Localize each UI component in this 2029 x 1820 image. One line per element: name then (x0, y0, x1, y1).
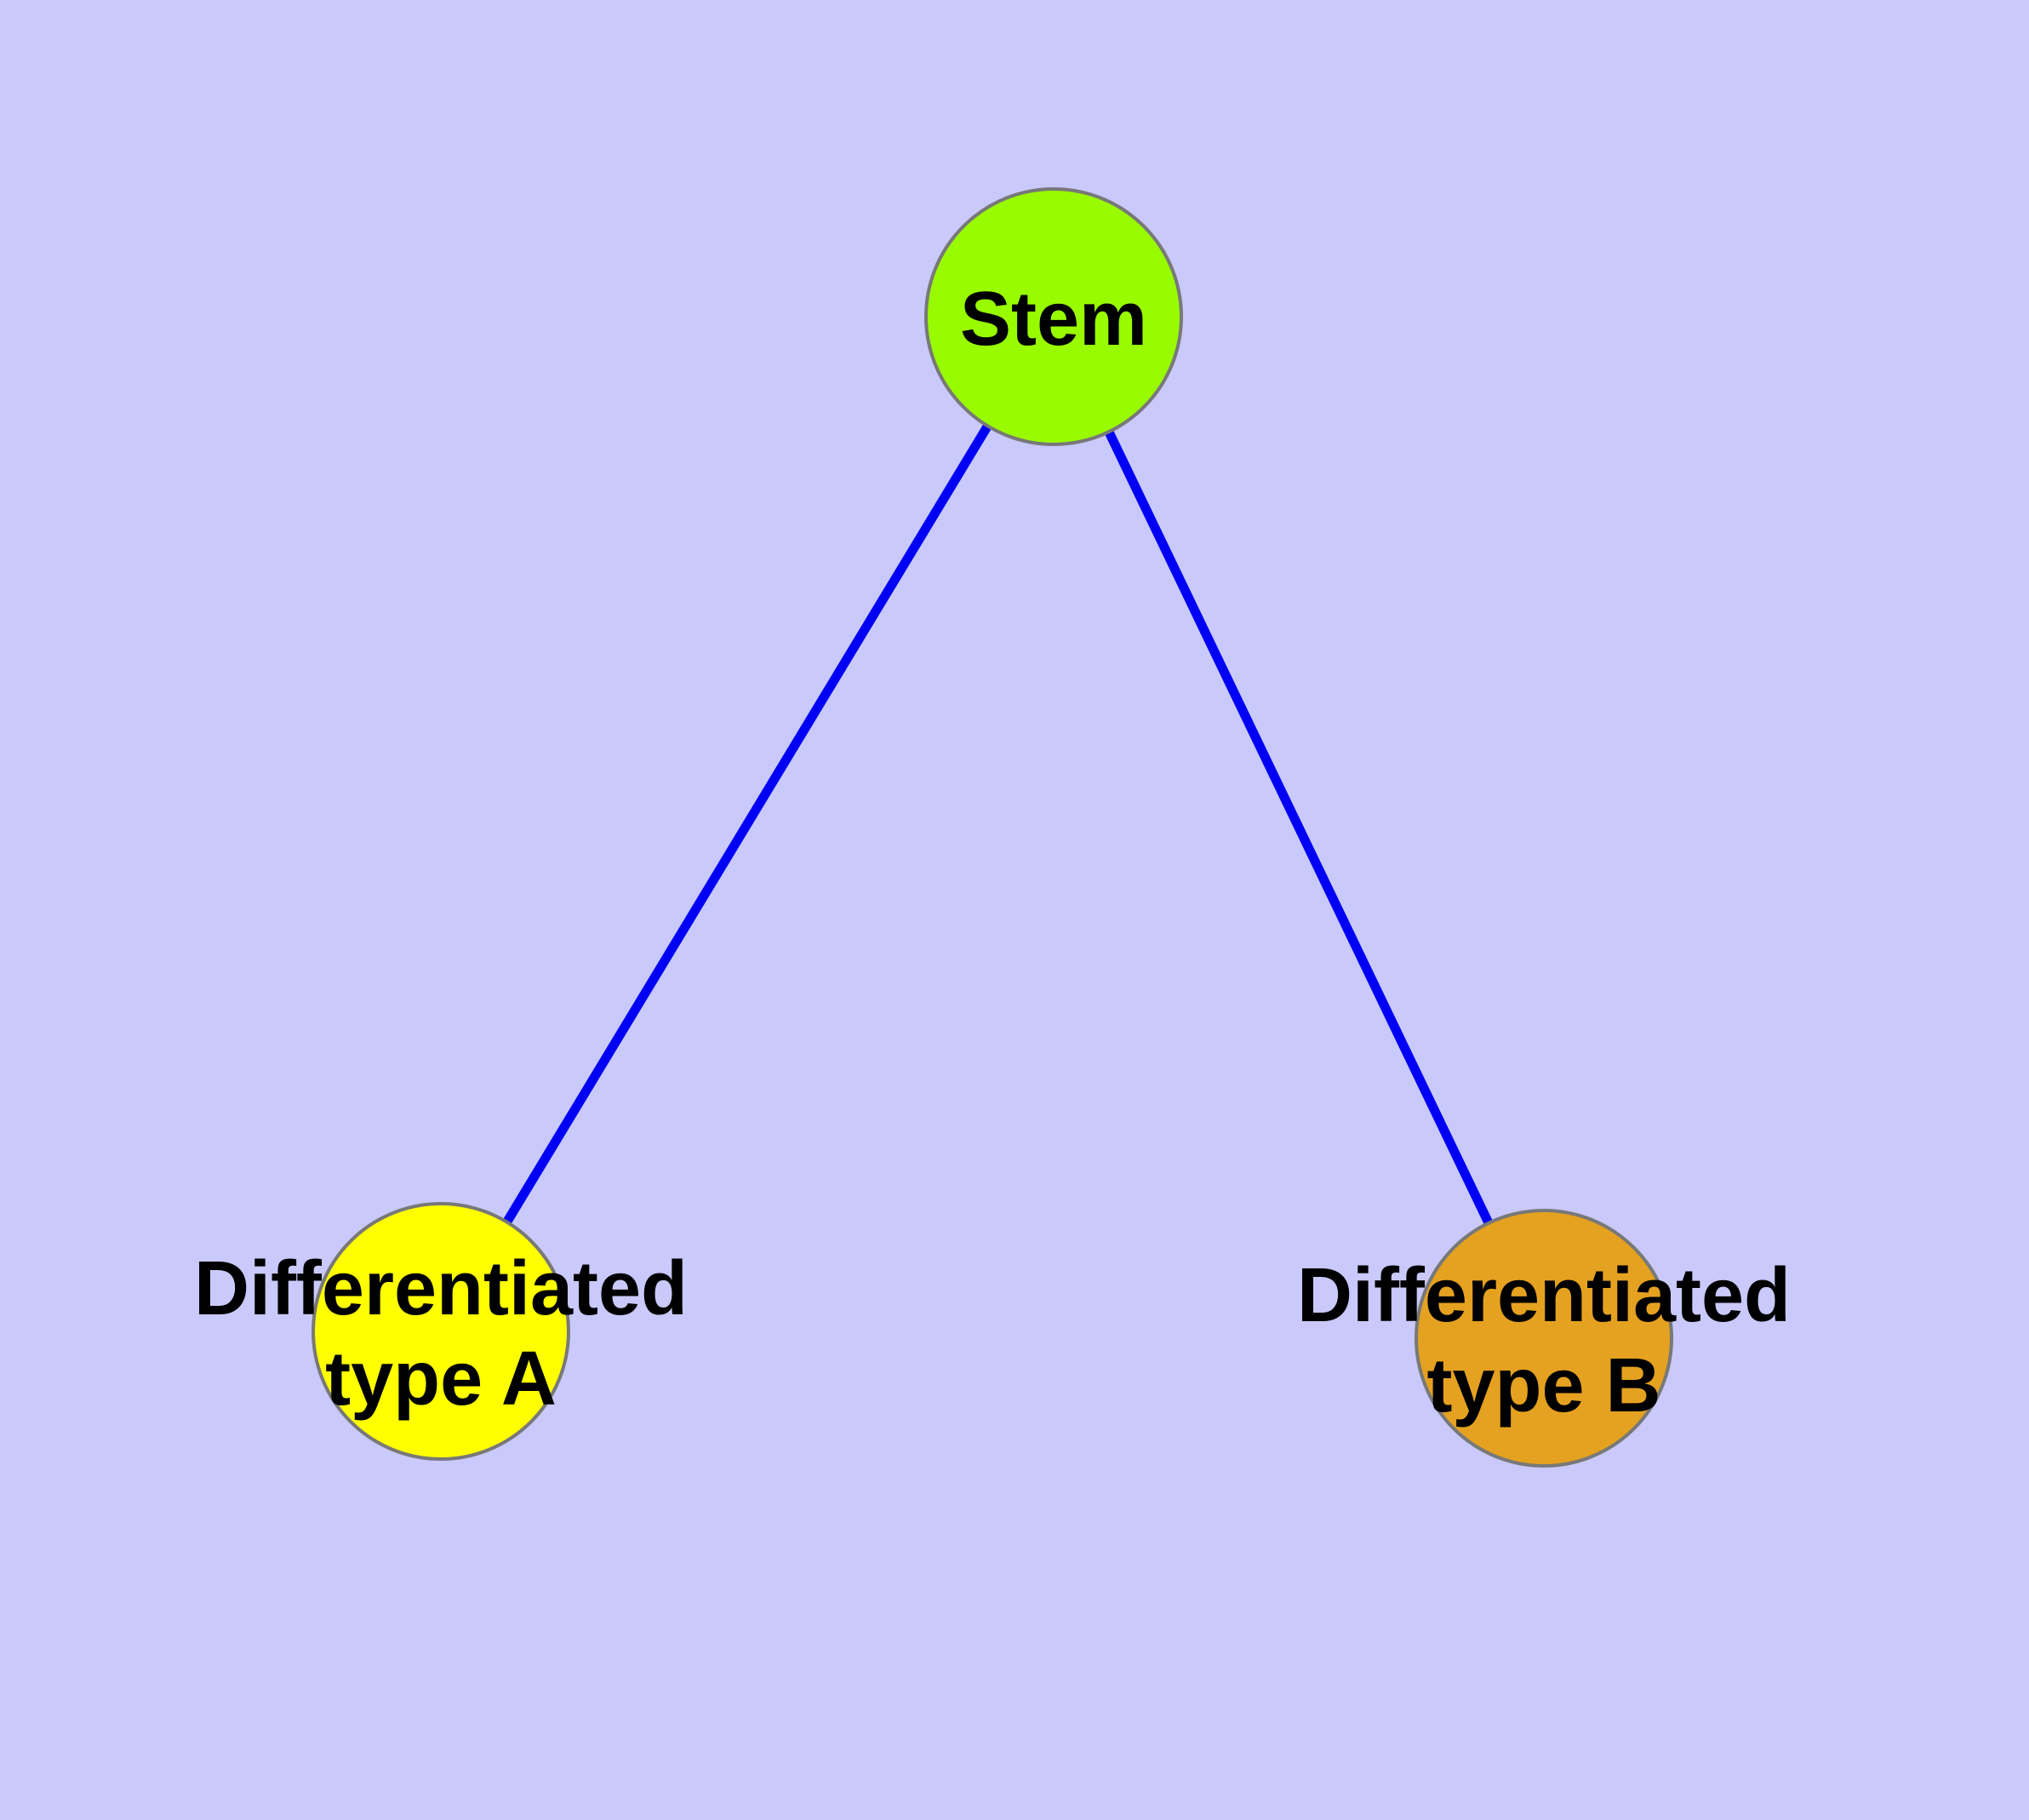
node-differentiated-type-b-circle[interactable] (1415, 1209, 1673, 1468)
node-differentiated-type-a-label-line-0: Differentiated (194, 1246, 688, 1331)
edge-stem-to-differentiated-type-b (1049, 314, 1548, 1341)
node-stem-label: Stem (960, 277, 1147, 362)
node-stem-circle[interactable] (924, 187, 1183, 446)
node-differentiated-type-a-label-line-1: type A (325, 1336, 557, 1422)
node-differentiated-type-b-label-line-0: Differentiated (1297, 1253, 1791, 1338)
node-differentiated-type-a-circle[interactable] (311, 1202, 570, 1461)
edge-stem-to-differentiated-type-a (437, 314, 1058, 1334)
node-stem: Stem (924, 187, 1183, 446)
node-differentiated-type-b-label-line-1: type B (1426, 1343, 1660, 1428)
node-stem-label-line-0: Stem (960, 277, 1147, 362)
